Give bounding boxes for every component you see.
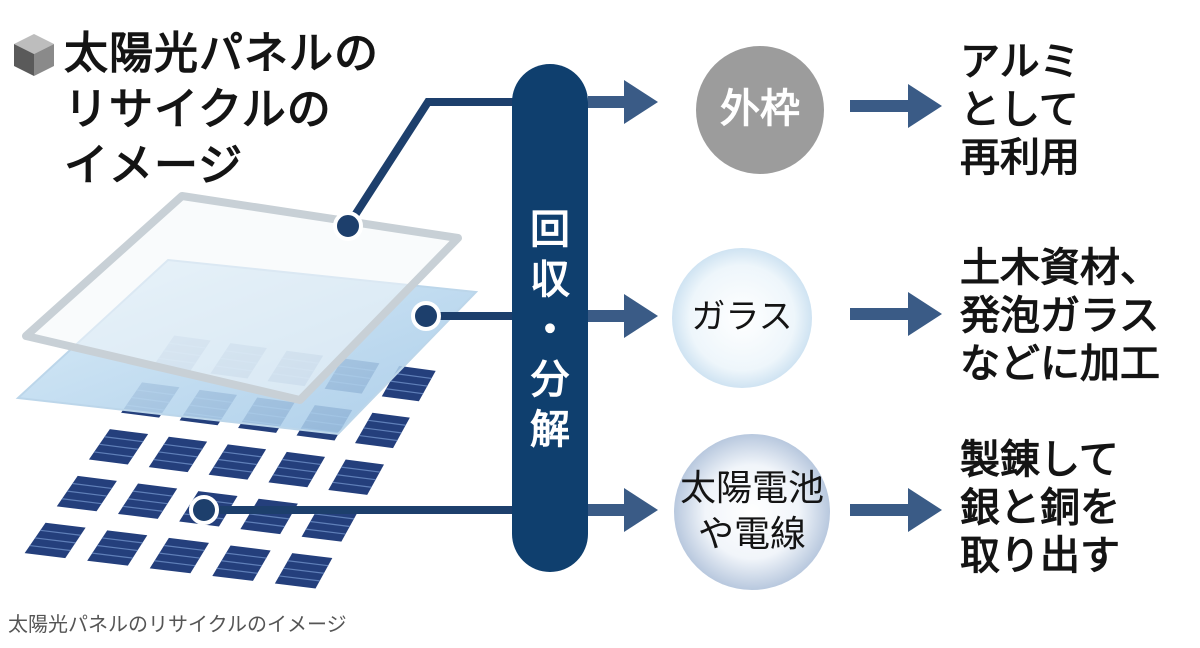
- cell-label: 太陽電池 や電線: [664, 466, 840, 558]
- cell-busbar: [249, 513, 290, 520]
- cell-busbar: [97, 544, 138, 552]
- arrow-frame-result: [850, 84, 942, 128]
- cell-label-line: や電線: [697, 514, 806, 555]
- arrow-frame: [588, 80, 658, 124]
- cell-result-line: 製錬して: [960, 437, 1119, 483]
- cell-busbar: [61, 498, 102, 505]
- frame-result-line: として: [960, 87, 1079, 133]
- cell-busbar: [386, 388, 424, 395]
- cell-busbar: [283, 567, 325, 574]
- cell-result-line: 取り出す: [960, 533, 1120, 579]
- cell-busbar: [132, 490, 173, 497]
- recycling-diagram: [15, 46, 942, 590]
- collection-bar: [512, 64, 588, 572]
- cell-busbar: [159, 552, 200, 559]
- bar-char: ・: [530, 307, 570, 353]
- cell-busbar: [102, 537, 143, 544]
- cell-circle: [674, 434, 830, 590]
- cell-busbar: [158, 451, 198, 458]
- frame-label-text: 外枠: [720, 86, 800, 132]
- cell-busbar: [154, 560, 196, 567]
- cell-busbar: [72, 482, 112, 490]
- cell-busbar: [122, 505, 163, 512]
- frame-result-line: アルミ: [960, 39, 1080, 85]
- cell-busbar: [92, 552, 133, 559]
- cell-busbar: [163, 443, 203, 450]
- title-line: イメージ: [64, 140, 244, 191]
- bar-char: 分: [530, 357, 570, 403]
- image-caption: 太陽光パネルのリサイクルのイメージ: [8, 612, 347, 636]
- cell-busbar: [94, 451, 133, 458]
- frame-circle: [696, 46, 824, 174]
- cell-busbar: [40, 529, 81, 536]
- glass-circle: [672, 248, 812, 388]
- cube-icon: [14, 34, 54, 76]
- cell-busbar: [305, 528, 346, 535]
- glass-result-line: などに加工: [960, 341, 1160, 387]
- cell-busbar: [34, 537, 76, 544]
- frame-result: アルミ として 再利用: [960, 38, 1195, 182]
- cell-busbar: [332, 481, 372, 488]
- bar-char: 解: [530, 407, 570, 453]
- arrow-cell-result: [850, 488, 942, 532]
- glass-result-line: 土木資材、: [960, 245, 1160, 291]
- cell-busbar: [279, 575, 320, 582]
- glass-dot: [411, 301, 441, 331]
- cell-busbar: [359, 434, 398, 442]
- frame-dot: [333, 211, 363, 241]
- cell-busbar: [244, 520, 285, 528]
- cell-busbar: [216, 567, 258, 574]
- glass-label: ガラス: [672, 294, 812, 340]
- cell-busbar: [394, 372, 432, 380]
- cell-busbar: [104, 436, 144, 443]
- cell-busbar: [222, 451, 262, 458]
- bar-char: 収: [530, 257, 570, 303]
- cell-busbar: [153, 458, 193, 466]
- cell-busbar: [336, 474, 376, 481]
- cell-busbar: [164, 544, 205, 552]
- arrow-glass-result: [850, 292, 942, 336]
- cell-busbar: [29, 544, 71, 552]
- frame-connector: [344, 98, 520, 229]
- cell-result-line: 銀と銅を: [960, 485, 1120, 531]
- cell-busbar: [99, 443, 139, 450]
- arrow-cell: [588, 488, 658, 532]
- glass-result-line: 発泡ガラス: [960, 293, 1160, 339]
- cell-busbar: [225, 552, 267, 559]
- title-line: リサイクルの: [64, 84, 332, 135]
- cell-busbar: [213, 466, 253, 473]
- arrow-glass: [588, 294, 658, 338]
- title-line: 太陽光パネルの: [64, 28, 379, 79]
- connector-lines: [204, 98, 520, 514]
- arrows-to-results: [850, 84, 942, 532]
- frame-result-line: 再利用: [960, 135, 1080, 181]
- cell-busbar: [287, 560, 329, 567]
- cell-busbar: [341, 466, 380, 473]
- cell-busbar: [314, 513, 355, 520]
- glass-label-text: ガラス: [691, 297, 793, 337]
- cell-busbar: [218, 458, 257, 466]
- cell-busbar: [367, 419, 406, 426]
- cell-label-line: 太陽電池: [679, 468, 824, 509]
- cell-busbar: [277, 466, 317, 473]
- diagram-title: 太陽光パネルの リサイクルの イメージ: [64, 26, 379, 194]
- frame-layer: [22, 192, 462, 404]
- cell-busbar: [390, 380, 428, 387]
- cell-busbar: [221, 560, 262, 567]
- bar-char: 回: [530, 207, 570, 253]
- cell-busbar: [67, 490, 107, 497]
- cell-busbar: [363, 427, 402, 434]
- cell-busbar: [310, 520, 350, 528]
- cell-result: 製錬して 銀と銅を 取り出す: [960, 436, 1195, 580]
- collection-bar-label: 回 収 ・ 分 解: [520, 205, 580, 455]
- frame-label: 外枠: [696, 84, 824, 134]
- cell-dot: [189, 495, 219, 525]
- cell-busbar: [282, 458, 321, 466]
- cell-busbar: [127, 498, 168, 505]
- arrows-to-components: [588, 80, 658, 532]
- glass-result: 土木資材、 発泡ガラス などに加工: [960, 244, 1195, 388]
- cell-busbar: [272, 474, 312, 481]
